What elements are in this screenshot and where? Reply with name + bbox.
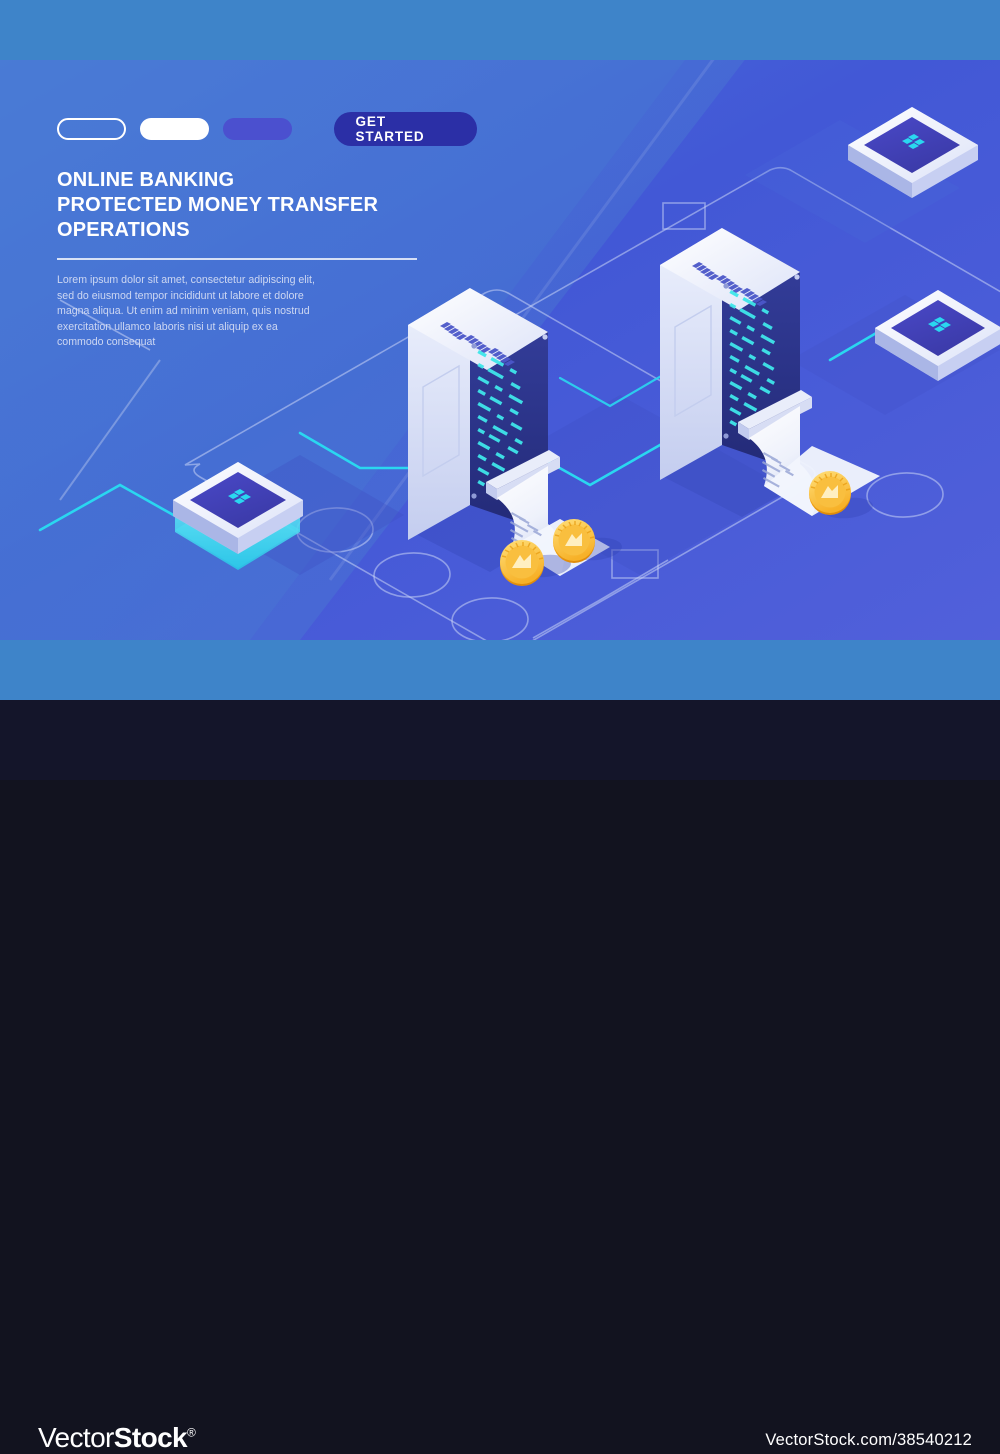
logo-word-vector: Vector <box>38 1422 114 1453</box>
server-code-text <box>729 290 776 427</box>
tablet-right <box>875 290 1000 381</box>
cross-chip-icon <box>928 317 951 332</box>
tablet-left-glow <box>173 462 303 570</box>
logo-word-stock: Stock <box>113 1422 188 1453</box>
coin <box>809 471 851 515</box>
illustration-canvas: GET STARTED ONLINE BANKING PROTECTED MON… <box>0 60 1000 640</box>
coin <box>500 540 544 586</box>
frame-bottom-band <box>0 640 1000 700</box>
vectorstock-logo: VectorStock® <box>38 1422 196 1454</box>
nav-row: GET STARTED <box>57 112 478 146</box>
page-title-line2: PROTECTED MONEY TRANSFER OPERATIONS <box>57 193 379 241</box>
nav-pill-white[interactable] <box>139 118 209 140</box>
nav-pill-dim[interactable] <box>222 118 292 140</box>
cross-chip-icon <box>902 134 925 149</box>
page-title: ONLINE BANKING PROTECTED MONEY TRANSFER … <box>57 168 477 242</box>
hero-blurb: Lorem ipsum dolor sit amet, consectetur … <box>57 274 315 349</box>
watermark-footer: VectorStock® VectorStock.com/38540212 <box>0 700 1000 1453</box>
get-started-button[interactable]: GET STARTED <box>333 112 478 146</box>
tablet-top-right <box>848 107 978 198</box>
isometric-scene <box>0 60 1000 640</box>
title-divider <box>57 258 417 261</box>
frame-top-band <box>0 0 1000 60</box>
server-vents <box>692 262 767 306</box>
server-rack-left <box>408 288 622 586</box>
iso-board-outline <box>59 166 1000 640</box>
cross-chip-icon <box>228 489 251 504</box>
server-code-text <box>477 350 524 487</box>
registered-mark: ® <box>187 1425 196 1440</box>
watermark-url: VectorStock.com/38540212 <box>765 1431 972 1449</box>
nav-pill-outline[interactable] <box>57 118 126 140</box>
server-rack-right <box>660 228 880 519</box>
page-title-line1: ONLINE BANKING <box>57 169 235 191</box>
coin <box>553 519 595 563</box>
hero-block: GET STARTED ONLINE BANKING PROTECTED MON… <box>57 112 478 351</box>
server-vents <box>440 322 515 366</box>
